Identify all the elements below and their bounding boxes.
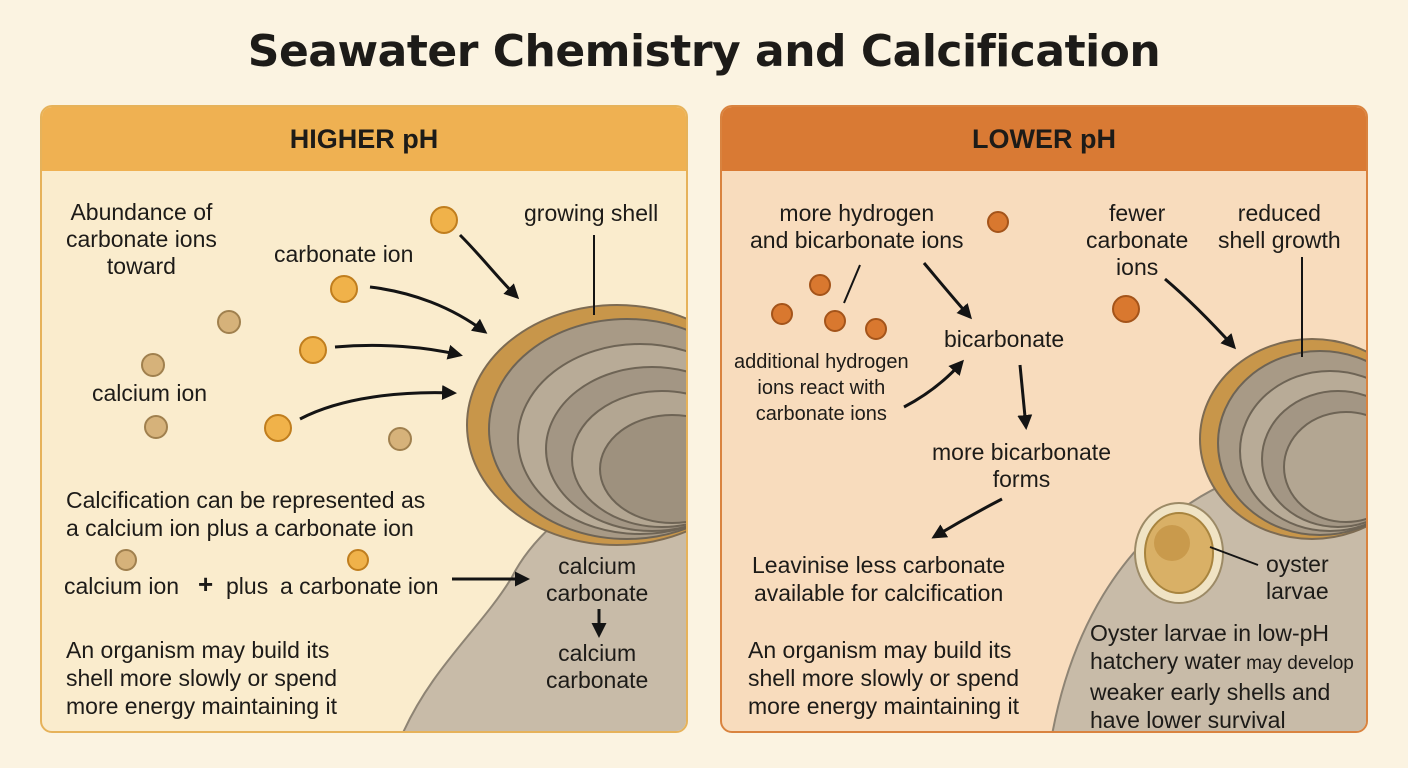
- carbonate-ion-eq: [347, 549, 369, 571]
- arrow-ion1-shell: [458, 233, 520, 300]
- carbonate-ion-3: [299, 336, 327, 364]
- hydrogen-ion-4: [824, 310, 846, 332]
- carbonate-ion-label: carbonate ion: [274, 241, 414, 267]
- arrow-ion3-shell: [334, 343, 463, 360]
- calcium-ion-4: [388, 427, 412, 451]
- arrow-ion4-shell: [299, 385, 457, 421]
- lower-ph-header: LOWER pH: [722, 107, 1366, 171]
- less-carbonate-label: Leavinise less carbonate available for c…: [752, 552, 1006, 606]
- larvae-note-line-4: have lower survival: [1090, 707, 1286, 733]
- more-bicarbonate-label: more bicarbonate forms: [932, 439, 1111, 492]
- carbonate-ion-sparse: [1112, 295, 1140, 323]
- arrow-additional-bicarbonate: [903, 359, 964, 409]
- higher-ph-panel: HIGHER pH Abundance of carbonate ions to…: [40, 105, 688, 733]
- bicarbonate-label: bicarbonate: [944, 326, 1065, 352]
- hydrogen-ion-3: [771, 303, 793, 325]
- larvae-note: Oyster larvae in low-pH hatchery water m…: [1090, 619, 1354, 733]
- shell-illustration: [466, 304, 686, 546]
- larvae-note-line-1: Oyster larvae in low-pH: [1090, 620, 1330, 646]
- carbonate-ion-1: [430, 206, 458, 234]
- calcium-ion-3: [144, 415, 168, 439]
- calcium-ion-2: [141, 353, 165, 377]
- larvae-note-line-3: weaker early shells and: [1090, 679, 1331, 705]
- arrow-less-carbonate: [931, 497, 1003, 539]
- growing-shell-label: growing shell: [524, 200, 659, 226]
- organism-text-right: An organism may build its shell more slo…: [748, 637, 1020, 719]
- organism-text-left: An organism may build its shell more slo…: [66, 637, 338, 719]
- larvae-pointer: [1209, 546, 1259, 566]
- hydrogen-pointer: [843, 264, 861, 304]
- oyster-larva-illustration: [1134, 502, 1224, 604]
- calcium-carbonate-label-1: calcium carbonate: [546, 553, 649, 606]
- calcium-carbonate-label-2: calcium carbonate: [546, 640, 649, 693]
- oyster-larvae-label: oyster larvae: [1266, 551, 1329, 604]
- calcium-ion-label: calcium ion: [92, 380, 208, 406]
- more-hydrogen-label: more hydrogen and bicarbonate ions: [750, 200, 964, 253]
- equation-carbonate-ion: a carbonate ion: [280, 573, 439, 599]
- calcium-ion-1: [217, 310, 241, 334]
- abundance-label: Abundance of carbonate ions toward: [66, 199, 217, 279]
- additional-hydrogen-label: additional hydrogen ions react with carb…: [734, 351, 909, 425]
- arrow-bicarbonate-forms: [1017, 364, 1033, 430]
- fewer-carbonate-label: fewer carbonate ions: [1086, 200, 1189, 280]
- higher-ph-header: HIGHER pH: [42, 107, 686, 171]
- hydrogen-ion-2: [809, 274, 831, 296]
- page-title: Seawater Chemistry and Calcification: [247, 26, 1161, 77]
- larvae-note-line-2a: hatchery water: [1090, 648, 1241, 674]
- arrow-fewer-carbonate-shell: [1164, 277, 1237, 350]
- lower-ph-illustration: [771, 211, 1366, 731]
- hydrogen-ion-5: [865, 318, 887, 340]
- hydrogen-ion-1: [987, 211, 1009, 233]
- carbonate-ion-2: [330, 275, 358, 303]
- larvae-note-line-2: hatchery water may develop: [1090, 647, 1354, 678]
- calcification-text: Calcification can be represented as a ca…: [66, 487, 426, 541]
- higher-ph-illustration: [115, 206, 686, 731]
- calcium-ion-eq: [115, 549, 137, 571]
- equation-plus-symbol: +: [198, 569, 214, 599]
- equation-calcium-ion: calcium ion: [64, 573, 180, 599]
- equation-plus-word: plus: [226, 573, 269, 599]
- carbonate-ion-4: [264, 414, 292, 442]
- arrow-hydrogen-bicarbonate: [922, 262, 972, 320]
- lower-ph-panel: LOWER pH more hydrogen and bicarbonate i…: [720, 105, 1368, 733]
- reduced-shell-illustration: [1199, 338, 1366, 540]
- larvae-note-line-2b: may develop: [1240, 653, 1354, 674]
- reduced-growth-label: reduced shell growth: [1218, 200, 1341, 253]
- arrow-ion2-shell: [369, 285, 488, 334]
